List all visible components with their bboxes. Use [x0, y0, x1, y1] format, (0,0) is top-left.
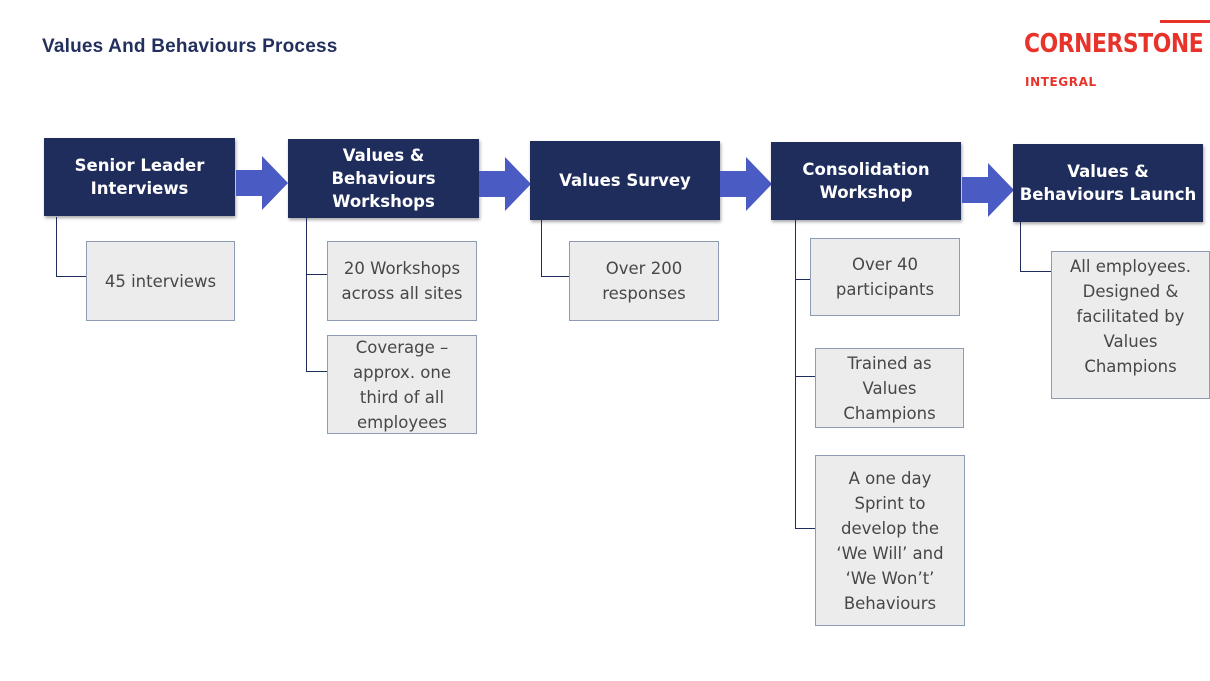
connector-line [1020, 271, 1051, 272]
stage-consolidation-workshop: Consolidation Workshop [771, 142, 961, 220]
connector-line [306, 274, 327, 275]
note-values-champions: Trained as Values Champions [815, 348, 964, 428]
process-arrow-icon [479, 157, 531, 211]
note-workshops: 20 Workshops across all sites [327, 241, 477, 321]
connector-line [56, 276, 87, 277]
connector-line [306, 218, 307, 371]
note-coverage: Coverage – approx. one third of all empl… [327, 335, 477, 434]
connector-line [795, 376, 815, 377]
stage-values-behaviours-workshops: Values & Behaviours Workshops [288, 139, 479, 218]
note-launch: All employees. Designed & facilitated by… [1051, 251, 1210, 399]
stage-senior-leader-interviews: Senior Leader Interviews [44, 138, 235, 216]
connector-line [541, 276, 569, 277]
connector-line [795, 279, 810, 280]
note-participants: Over 40 participants [810, 238, 960, 316]
note-interviews: 45 interviews [86, 241, 235, 321]
connector-line [306, 371, 327, 372]
logo-tagline: INTEGRAL [1025, 75, 1097, 89]
process-arrow-icon [720, 157, 772, 211]
process-arrow-icon [962, 163, 1014, 217]
note-sprint: A one day Sprint to develop the ‘We Will… [815, 455, 965, 626]
note-survey-responses: Over 200 responses [569, 241, 719, 321]
logo-accent-line [1160, 20, 1210, 23]
logo-wordmark: CORNERSTONE [1024, 29, 1204, 59]
process-arrow-icon [236, 156, 288, 210]
connector-line [1020, 222, 1021, 271]
connector-line [56, 217, 57, 276]
connector-line [541, 220, 542, 276]
company-logo: CORNERSTONE INTEGRAL [1022, 18, 1210, 90]
connector-line [795, 220, 796, 529]
page-title: Values And Behaviours Process [42, 36, 338, 57]
stage-values-behaviours-launch: Values & Behaviours Launch [1013, 144, 1203, 222]
stage-values-survey: Values Survey [530, 141, 720, 220]
connector-line [795, 528, 815, 529]
